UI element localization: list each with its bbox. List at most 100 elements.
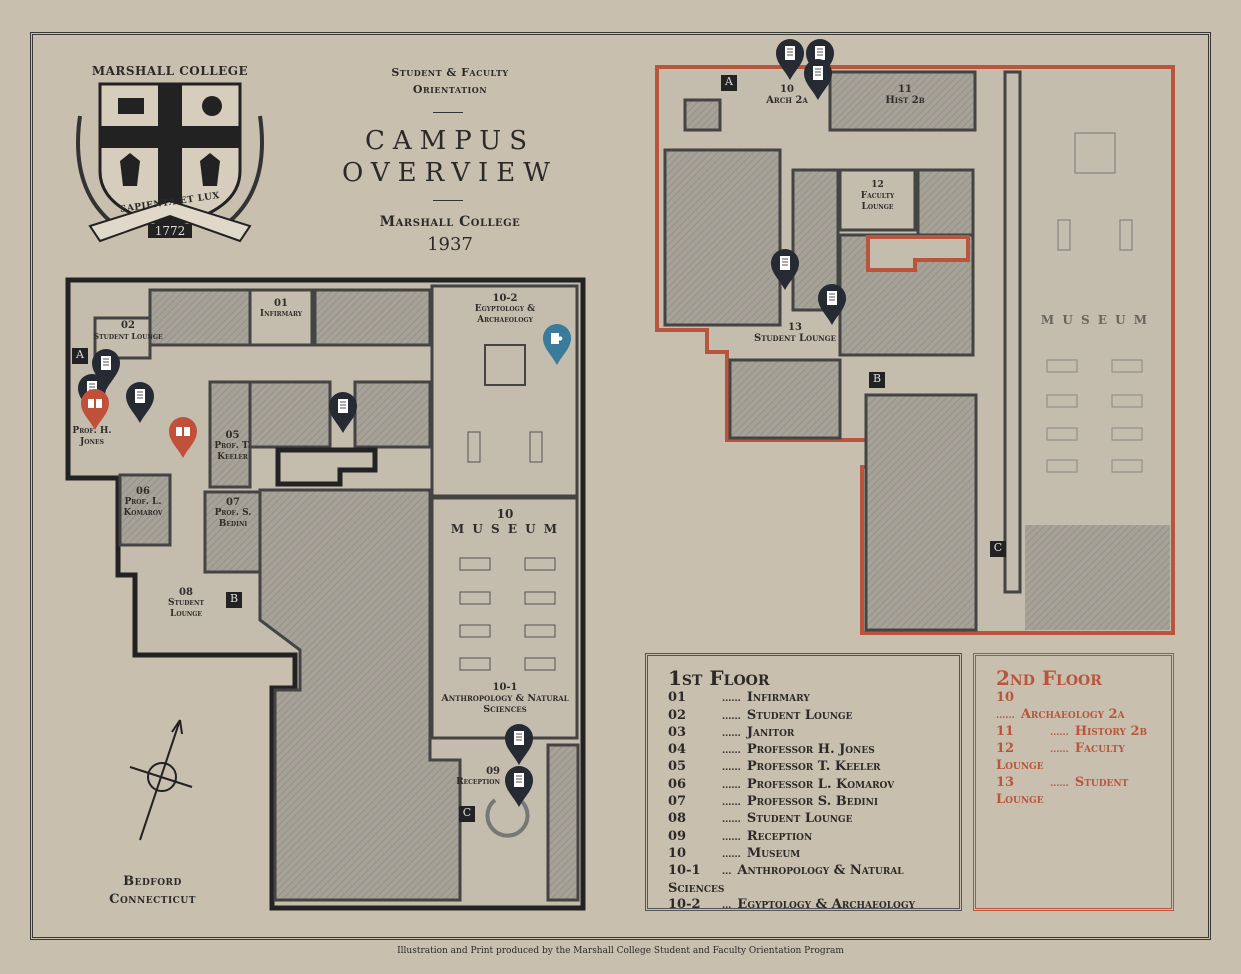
- college-year: 1937: [427, 234, 473, 255]
- legend-item-name: Anthropology & Natural Sciences: [668, 863, 904, 896]
- room-label-2f-museum: M U S E U M: [1040, 313, 1150, 327]
- divider: [433, 200, 463, 201]
- legend-item: 04......Professor H. Jones: [668, 742, 939, 759]
- document-marker[interactable]: [503, 764, 535, 808]
- legend-item-number: 07: [668, 794, 687, 810]
- subtitle-line-2: Orientation: [412, 83, 488, 96]
- legend-item-name: Janitor: [746, 724, 795, 740]
- legend-item-name: Student Lounge: [746, 811, 853, 827]
- document-icon: [92, 349, 120, 390]
- legend-item-name: Museum: [746, 845, 801, 861]
- legend-item: 05...... Professor T. Keeler: [668, 759, 939, 776]
- stairs-b-icon: B: [226, 592, 242, 608]
- crest-year: 1772: [148, 224, 192, 238]
- legend-item-name: Student Lounge: [996, 774, 1129, 808]
- document-icon: [818, 284, 846, 325]
- legend-item-name: Infirmary: [746, 690, 810, 706]
- document-marker[interactable]: [802, 57, 834, 101]
- document-icon: [505, 766, 533, 807]
- page-title-line-2: OVERVIEW: [341, 158, 558, 188]
- document-marker[interactable]: [816, 282, 848, 326]
- legend-item-dots: ......: [722, 694, 741, 705]
- document-marker[interactable]: [327, 390, 359, 434]
- legend-item-dots: ......: [722, 780, 741, 791]
- document-icon: [776, 39, 804, 80]
- document-marker[interactable]: [124, 380, 156, 424]
- location-city: Bedford: [123, 874, 182, 889]
- second-floor-plan: [655, 65, 1175, 635]
- compass-rose: [129, 719, 193, 841]
- book-marker[interactable]: [79, 387, 111, 431]
- legend-item-number: 02: [668, 707, 687, 723]
- legend-item: 09...... Reception: [668, 829, 939, 846]
- legend-item-name: Faculty Lounge: [996, 741, 1125, 774]
- document-icon: [505, 724, 533, 765]
- legend-item: 06......Professor L. Komarov: [668, 777, 939, 794]
- page-title-line-1: CAMPUS: [364, 126, 536, 156]
- legend-item-name: Professor T. Keeler: [746, 759, 881, 775]
- legend-item-name: Egyptology & Archaeology: [737, 896, 915, 912]
- document-marker[interactable]: [503, 722, 535, 766]
- legend-item: 10-2...Egyptology & Archaeology: [668, 897, 939, 914]
- legend-item: 11......History 2b: [996, 724, 1151, 741]
- legend-item: 03...... Janitor: [668, 725, 939, 742]
- document-marker[interactable]: [769, 247, 801, 291]
- legend-item-number: 05: [668, 759, 687, 775]
- room-label-04: Prof. H. Jones: [72, 426, 112, 447]
- legend-item-dots: ...: [722, 867, 732, 878]
- crest-school-name: MARSHALL COLLEGE: [91, 64, 249, 78]
- book-icon: [81, 389, 109, 430]
- legend-item: 10......Museum: [668, 846, 939, 863]
- legend-first-title: 1st Floor: [668, 666, 770, 690]
- legend-item: 10......Archaeology 2a: [996, 690, 1151, 724]
- legend-item-number: 10-1: [668, 863, 701, 879]
- document-marker[interactable]: [774, 37, 806, 81]
- legend-item: 13......Student Lounge: [996, 775, 1151, 809]
- legend-item-dots: ......: [722, 728, 741, 739]
- legend-item: 10-1...Anthropology & Natural Sciences: [668, 863, 939, 897]
- legend-item: 01...... Infirmary: [668, 690, 939, 707]
- legend-item-dots: ......: [722, 798, 741, 809]
- legend-item-dots: ......: [1050, 778, 1069, 789]
- legend-item: 12......Faculty Lounge: [996, 741, 1151, 775]
- footer-credit: Illustration and Print produced by the M…: [397, 946, 844, 956]
- puzzle-marker[interactable]: [541, 322, 573, 366]
- legend-item-dots: ......: [722, 815, 741, 826]
- legend-item-dots: ...: [722, 900, 732, 911]
- book-marker[interactable]: [167, 415, 199, 459]
- divider: [433, 112, 463, 113]
- legend-item: 08......Student Lounge: [668, 811, 939, 828]
- legend-item-name: Professor H. Jones: [746, 742, 875, 758]
- legend-item-dots: ......: [722, 763, 741, 774]
- legend-item-name: Student Lounge: [746, 707, 853, 723]
- stairs-c-icon: C: [990, 541, 1006, 557]
- legend-item-number: 09: [668, 828, 687, 844]
- legend-item-name: Reception: [746, 828, 813, 844]
- legend-item-dots: ......: [722, 849, 741, 860]
- book-icon: [169, 417, 197, 458]
- legend-item-dots: ......: [722, 832, 741, 843]
- document-marker[interactable]: [90, 347, 122, 391]
- legend-item: 02......Student Lounge: [668, 708, 939, 725]
- legend-item-number: 12: [996, 741, 1015, 757]
- legend-second-title: 2nd Floor: [996, 666, 1102, 690]
- legend-item-number: 01: [668, 690, 687, 706]
- stairs-c-icon: C: [459, 806, 475, 822]
- document-icon: [126, 382, 154, 423]
- stairs-b-icon: B: [869, 372, 885, 388]
- legend-item: 07......Professor S. Bedini: [668, 794, 939, 811]
- legend-item-number: 03: [668, 724, 687, 740]
- college-name: Marshall College: [379, 214, 521, 230]
- college-crest: MARSHALL COLLEGE SAPIENTA ET LUX 1772: [70, 62, 270, 252]
